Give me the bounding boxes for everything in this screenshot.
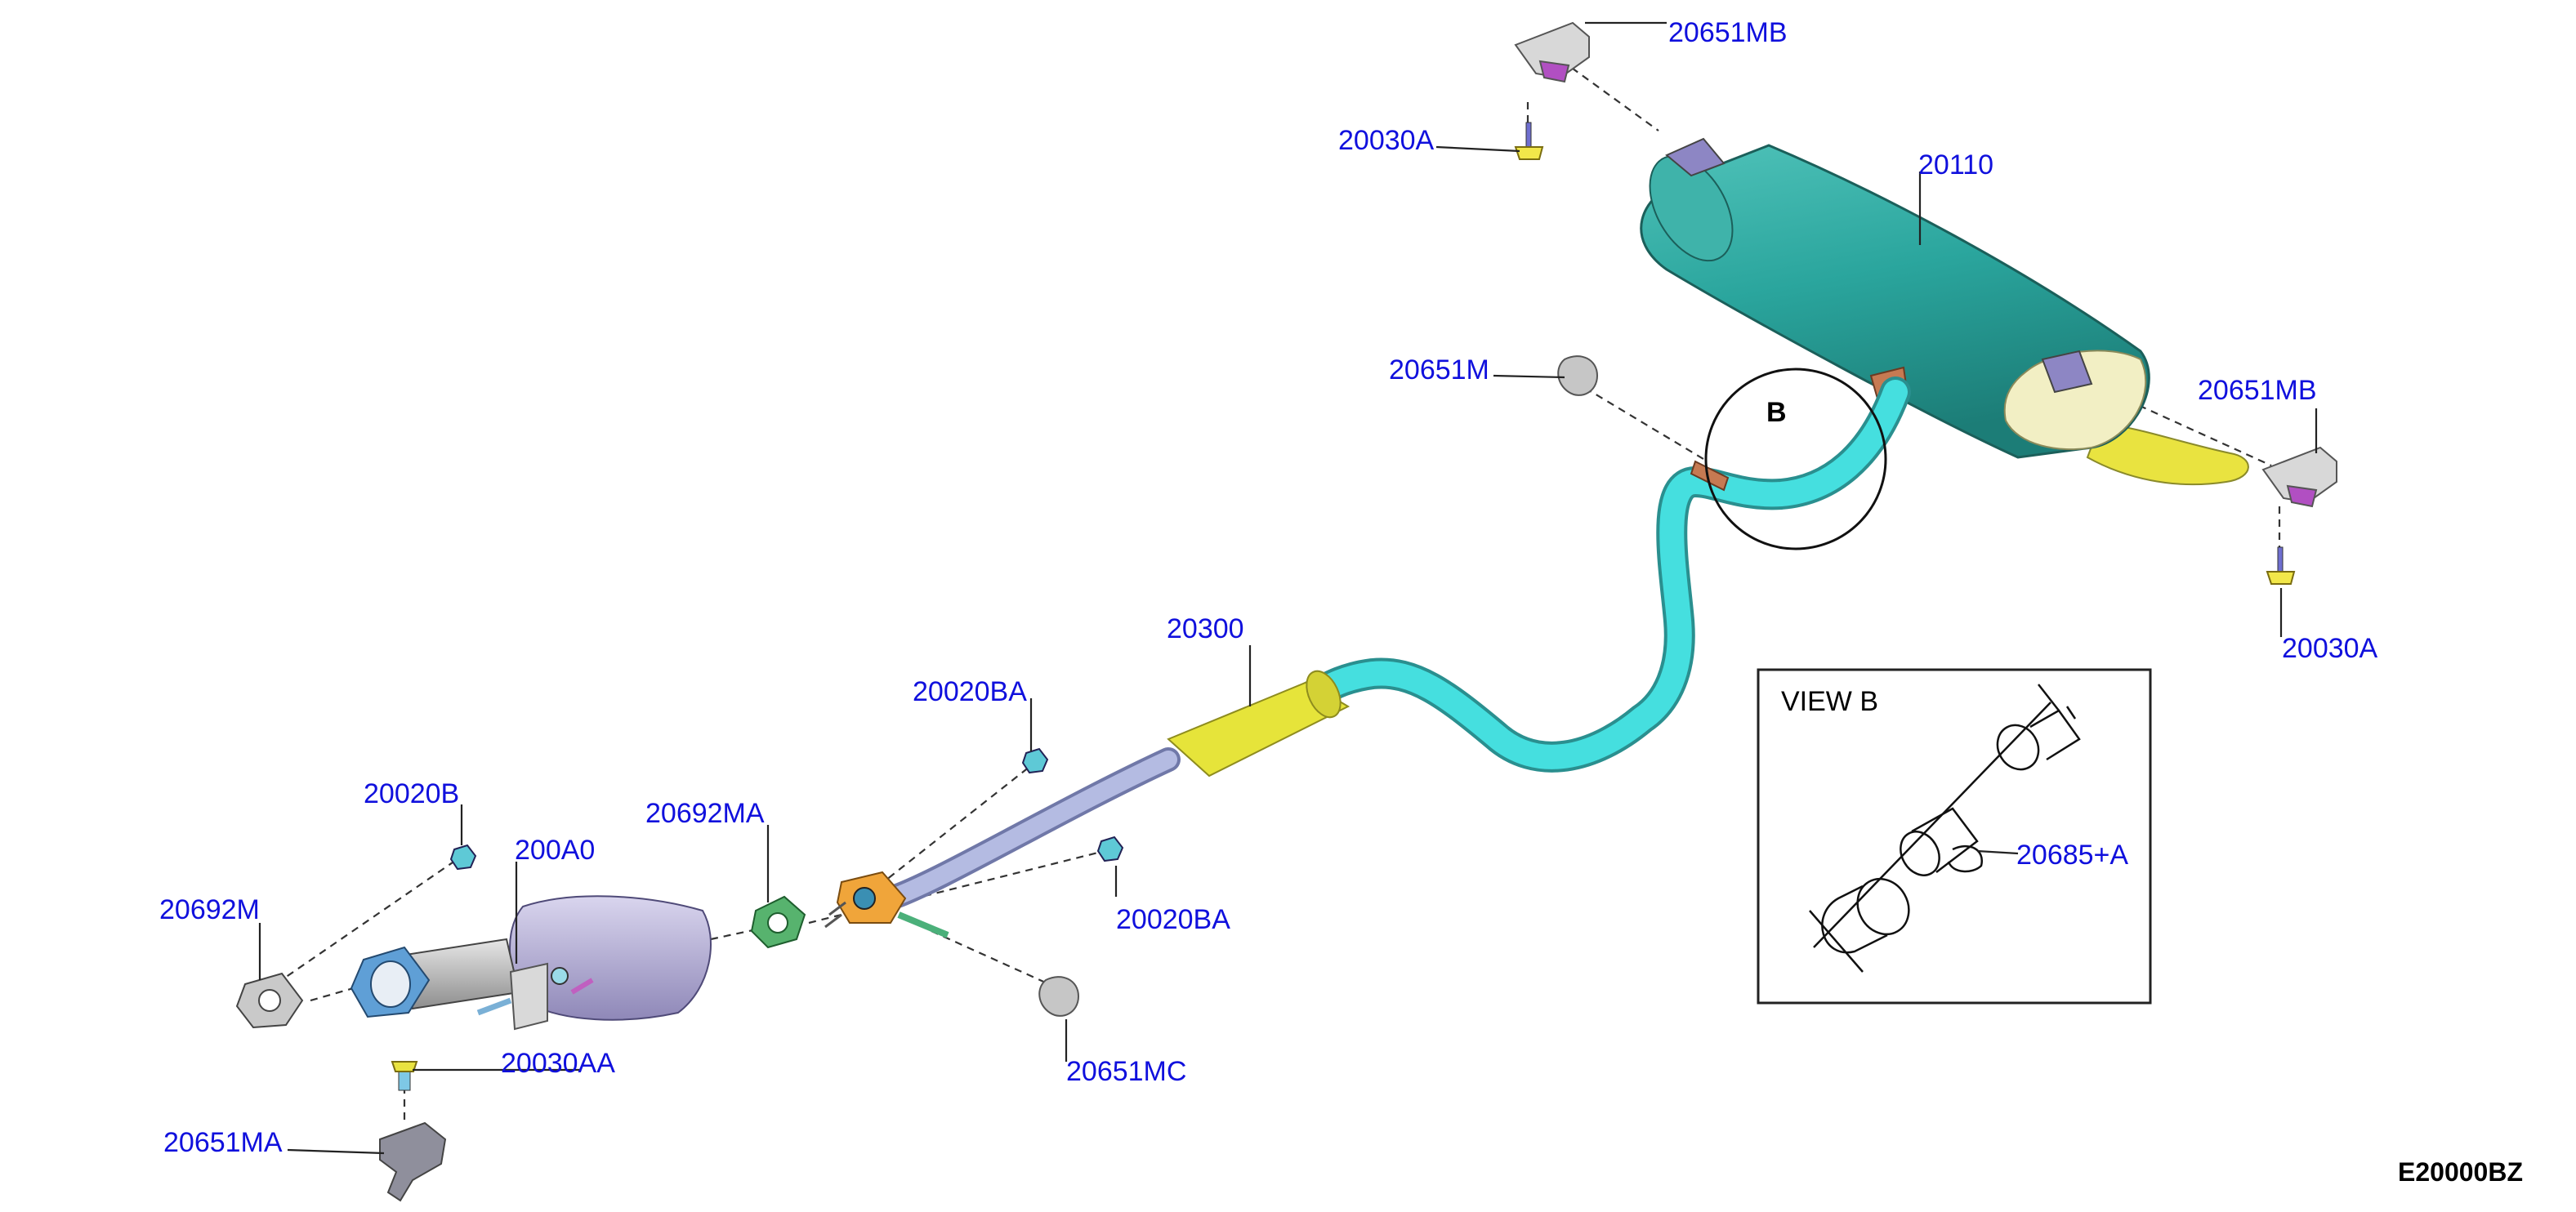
hanger-top	[1514, 21, 1590, 79]
callout-20030a-top: 20030A	[1338, 125, 1435, 156]
callout-20020b: 20020B	[364, 778, 459, 809]
callout-20030a-right: 20030A	[2282, 633, 2378, 664]
callout-20692ma: 20692MA	[645, 798, 765, 829]
callout-20651m: 20651M	[1389, 354, 1489, 385]
bolt-right	[2277, 546, 2284, 573]
resonator	[1167, 680, 1351, 778]
view-b-line-art	[1809, 684, 2081, 973]
callout-20651mb-top: 20651MB	[1668, 17, 1788, 48]
callout-20692m: 20692M	[159, 894, 260, 925]
view-b-inset: VIEW B	[1757, 668, 2152, 1005]
hanger-right	[2261, 446, 2337, 504]
callout-20020ba-lower: 20020BA	[1116, 904, 1230, 935]
detail-marker-label: B	[1766, 397, 1787, 428]
muffler-assembly	[1640, 137, 2249, 486]
callout-20651mc: 20651MC	[1066, 1056, 1186, 1087]
callout-20110: 20110	[1918, 149, 1993, 180]
bracket-20651ma	[379, 1121, 447, 1202]
diagram-code: E20000BZ	[2398, 1157, 2523, 1187]
callout-20030aa: 20030AA	[501, 1048, 615, 1079]
small-parts	[235, 21, 2337, 1202]
insulator-20651m	[1557, 355, 1599, 396]
callout-20685a: 20685+A	[2016, 840, 2128, 871]
callout-20020ba-upper: 20020BA	[913, 676, 1027, 707]
nut-20020b	[449, 844, 477, 871]
view-b-title: VIEW B	[1781, 686, 1878, 717]
center-pipe	[836, 377, 1911, 938]
callout-20651ma: 20651MA	[163, 1127, 283, 1158]
bolt-top	[1525, 122, 1532, 148]
nut-20020ba-lower	[1096, 835, 1124, 862]
catalytic-converter	[350, 895, 712, 1031]
insulator-20651mc	[1038, 976, 1080, 1017]
leader-lines	[258, 21, 2318, 1155]
callout-200a0: 200A0	[515, 835, 595, 866]
callout-20651mb-right: 20651MB	[2198, 375, 2317, 406]
callout-labels: 20651MB 20030A 20110 20651M 20651MB 2003…	[159, 17, 2378, 1158]
nut-20020ba-upper	[1021, 747, 1049, 774]
callout-20300: 20300	[1167, 613, 1244, 644]
view-b-frame	[1757, 668, 2152, 1005]
detail-circle-b[interactable]: B	[1704, 368, 1887, 550]
